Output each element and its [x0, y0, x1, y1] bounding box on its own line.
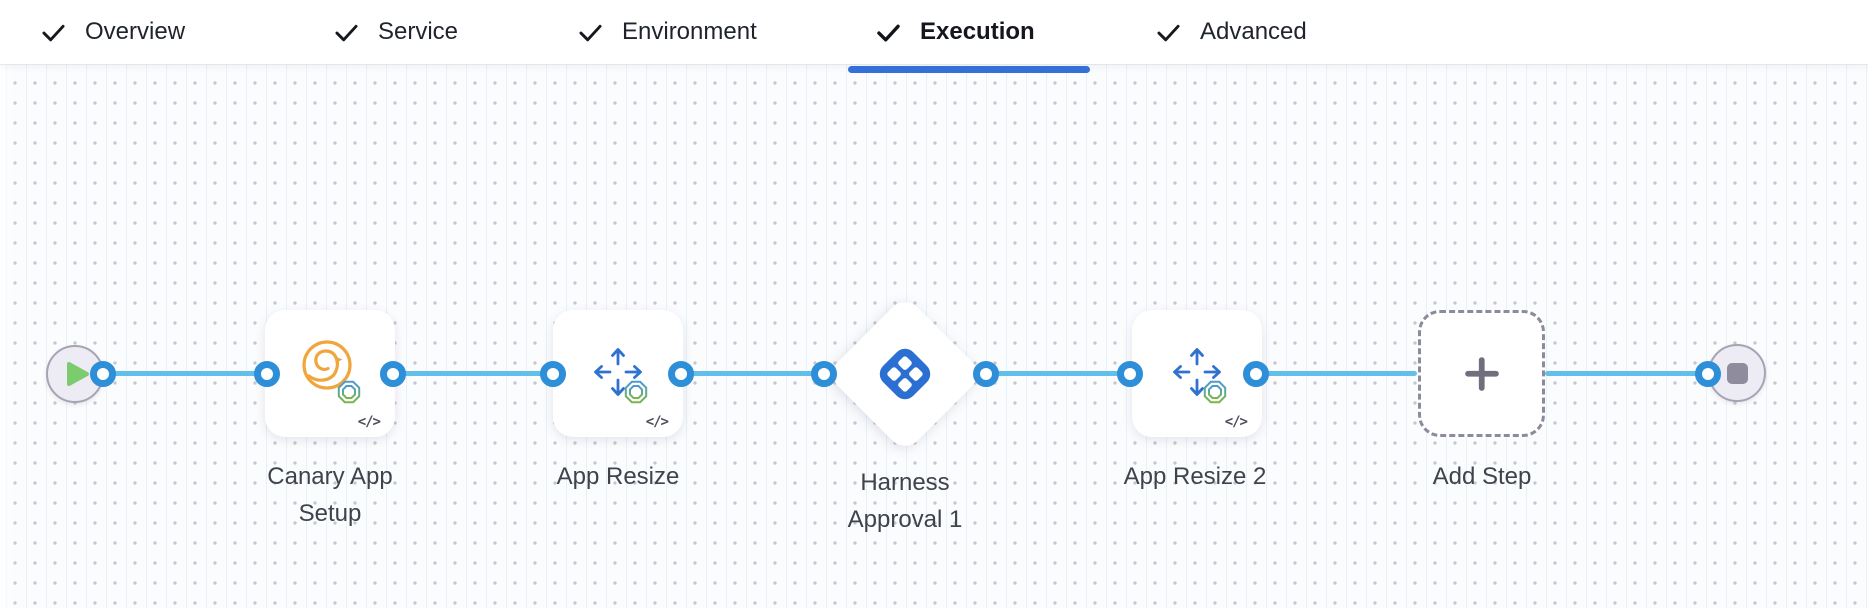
port-canary-in[interactable]: [254, 361, 280, 387]
tab-execution[interactable]: Execution: [875, 0, 1035, 64]
port-canary-out[interactable]: [380, 361, 406, 387]
edge-resize-to-approval: [681, 371, 824, 376]
resize-arrows-icon: [594, 348, 648, 404]
tab-advanced[interactable]: Advanced: [1155, 0, 1307, 64]
step-label-app-resize-2: App Resize 2: [1123, 463, 1267, 490]
edge-addstep-to-end: [1545, 371, 1708, 376]
port-start-out[interactable]: [90, 361, 116, 387]
step-node-harness-approval-1[interactable]: [825, 294, 985, 454]
check-icon: [1157, 24, 1180, 41]
template-badge: </>: [1224, 414, 1248, 430]
tab-execution-label: Execution: [920, 18, 1035, 45]
tab-service-label: Service: [378, 18, 459, 45]
check-icon: [335, 24, 358, 41]
active-tab-underline: [848, 66, 1090, 73]
step-label-add-step: Add Step: [1432, 463, 1532, 490]
resize-arrows-icon: [1173, 348, 1227, 404]
port-approval-out[interactable]: [973, 361, 999, 387]
port-resize-in[interactable]: [540, 361, 566, 387]
stop-icon: [1726, 362, 1748, 384]
add-step-button[interactable]: [1418, 310, 1545, 437]
check-icon: [42, 24, 65, 41]
canvas-left-fade: [0, 64, 16, 608]
tab-service[interactable]: Service: [333, 0, 458, 64]
runtime-gear-icon: [1203, 380, 1227, 404]
tab-environment[interactable]: Environment: [577, 0, 757, 64]
tab-overview-label: Overview: [85, 18, 186, 45]
port-resize-out[interactable]: [668, 361, 694, 387]
step-node-canary-app-setup[interactable]: </>: [265, 310, 395, 437]
template-badge: </>: [357, 414, 381, 430]
port-approval-in[interactable]: [811, 361, 837, 387]
step-node-app-resize[interactable]: </>: [553, 310, 683, 437]
step-label-app-resize: App Resize: [556, 463, 680, 490]
runtime-gear-icon: [337, 380, 361, 404]
tanzu-canary-icon: [302, 340, 361, 404]
tab-environment-label: Environment: [622, 18, 757, 45]
step-label-harness-approval-1: Harness Approval 1: [847, 469, 963, 533]
tab-bar: Overview Service Environment Execution A…: [0, 0, 1868, 64]
edge-canary-to-resize: [393, 371, 553, 376]
tab-advanced-label: Advanced: [1200, 18, 1307, 45]
play-icon: [66, 362, 89, 386]
edge-approval-to-resize2: [986, 371, 1130, 376]
plus-icon: [1464, 356, 1499, 391]
harness-approval-icon: [879, 348, 931, 400]
step-label-canary-app-setup: Canary App Setup: [267, 463, 393, 527]
port-resize2-out[interactable]: [1243, 361, 1269, 387]
port-resize2-in[interactable]: [1117, 361, 1143, 387]
step-node-app-resize-2[interactable]: </>: [1132, 310, 1262, 437]
edge-resize2-to-addstep: [1256, 371, 1417, 376]
template-badge: </>: [645, 414, 669, 430]
check-icon: [579, 24, 602, 41]
check-icon: [877, 24, 900, 41]
tab-overview[interactable]: Overview: [40, 0, 185, 64]
edge-start-to-canary: [103, 371, 267, 376]
port-end-in[interactable]: [1695, 361, 1721, 387]
runtime-gear-icon: [624, 380, 648, 404]
